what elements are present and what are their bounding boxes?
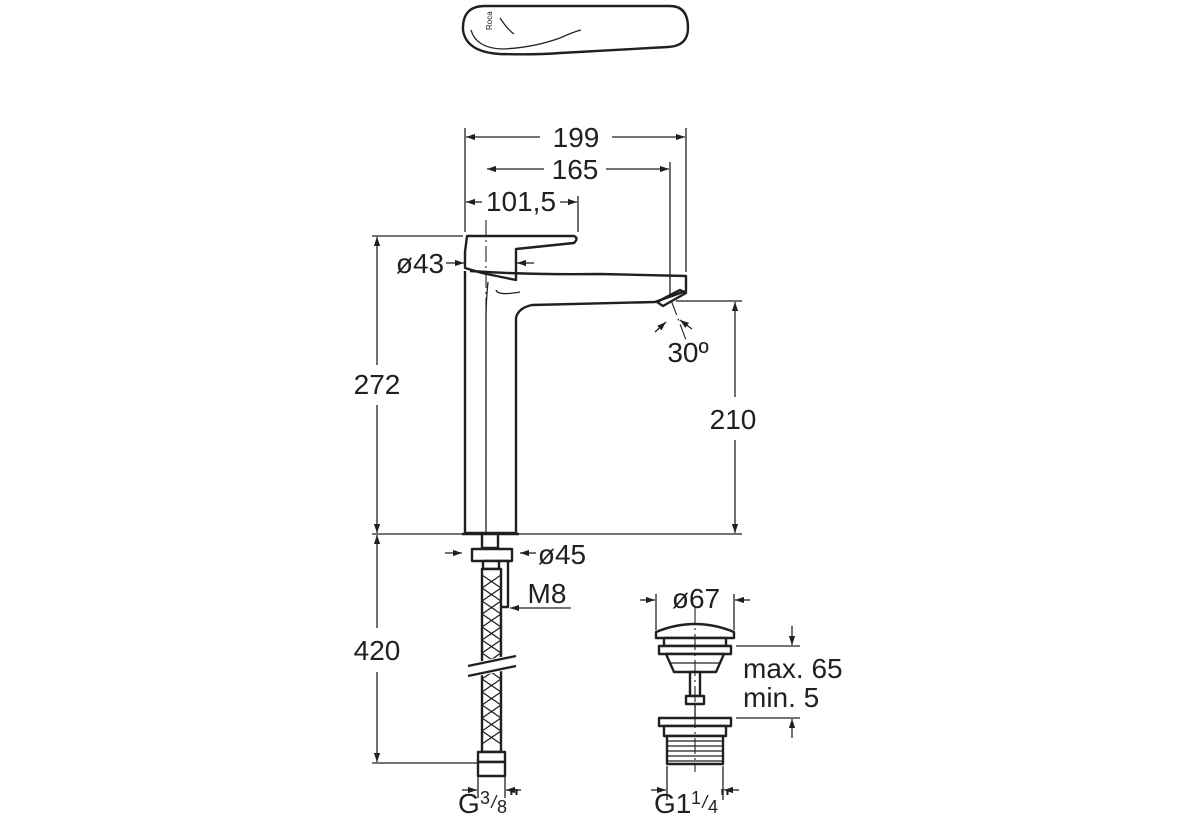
svg-text:G: G (458, 788, 480, 819)
dim-spout-reach: 165 (552, 154, 599, 185)
dim-waste-height-max: max. 65 (743, 653, 843, 684)
spout-angle-marks (654, 299, 693, 341)
dim-lever-diameter: ø43 (396, 248, 444, 279)
svg-text:Roca: Roca (485, 11, 494, 30)
dim-spout-angle: 30º (667, 337, 708, 368)
dim-waste-diameter: ø67 (672, 583, 720, 614)
svg-text:1: 1 (691, 788, 701, 808)
dim-lever-length: 101,5 (486, 186, 556, 217)
dim-base-diameter: ø45 (538, 539, 586, 570)
svg-text:8: 8 (497, 797, 507, 817)
popup-waste (654, 608, 736, 772)
dim-hose-connection: G 3 8 " (458, 783, 519, 819)
dim-overall-length: 199 (553, 122, 600, 153)
mounting-stud-and-hose (467, 532, 517, 778)
roca-logo: Roca (485, 11, 494, 30)
faucet-side-view (462, 220, 688, 536)
dim-waste-thread: G1 1 4 " (654, 783, 730, 819)
svg-text:4: 4 (708, 797, 718, 817)
dim-stud-thread: M8 (528, 578, 567, 609)
dim-hose-length: 420 (354, 635, 401, 666)
dim-total-height: 272 (354, 369, 401, 400)
top-view: Roca (461, 4, 690, 56)
dimension-lines (372, 128, 800, 800)
svg-text:": " (509, 783, 519, 814)
dim-waste-height-min: min. 5 (743, 682, 819, 713)
svg-text:": " (720, 783, 730, 814)
svg-text:G1: G1 (654, 788, 691, 819)
dim-spout-height: 210 (710, 404, 757, 435)
svg-text:3: 3 (480, 788, 490, 808)
